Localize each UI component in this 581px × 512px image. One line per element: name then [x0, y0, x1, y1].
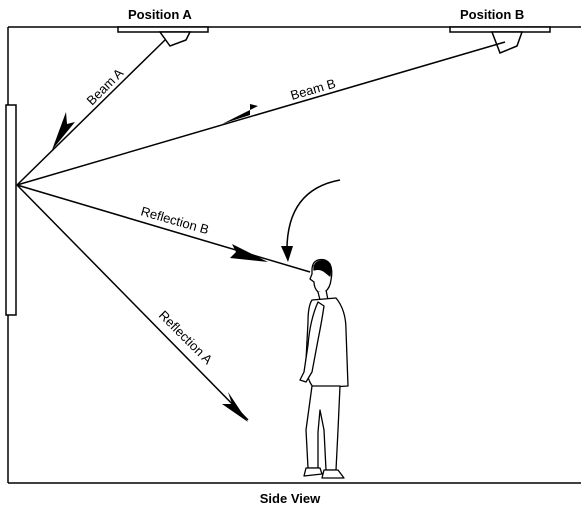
beam-a [16, 39, 166, 186]
person-legs [305, 385, 341, 471]
reflection-a-arrowhead [222, 392, 248, 422]
wall-mirror [5, 104, 17, 316]
reflection-a [16, 184, 249, 422]
beam-b-line [16, 41, 506, 186]
position-b-label: Position B [460, 7, 524, 22]
person-shoe-front [321, 469, 345, 479]
eye-pointer-arrowhead [281, 246, 293, 262]
position-a-fixture [117, 26, 209, 47]
standing-person [299, 258, 349, 479]
person-arm [299, 301, 325, 383]
eye-pointer-arrow [281, 179, 341, 262]
side-view-caption: Side View [260, 491, 321, 506]
reflection-b-line [16, 184, 311, 273]
person-hair [313, 260, 332, 277]
beam-a-line [16, 39, 166, 186]
position-b-fixture [449, 26, 551, 54]
reflection-a-label: Reflection A [156, 308, 216, 368]
reflection-b-arrowhead [230, 244, 268, 262]
beam-b-arrowhead [222, 104, 258, 124]
beam-b [16, 41, 506, 186]
reflection-a-line [16, 184, 249, 421]
reflection-b [16, 184, 311, 273]
person-shoe-back [303, 467, 323, 477]
eye-pointer-curve [286, 179, 341, 256]
beam-a-label: Beam A [84, 65, 127, 108]
position-a-label: Position A [128, 7, 192, 22]
beam-a-arrowhead [52, 112, 75, 150]
